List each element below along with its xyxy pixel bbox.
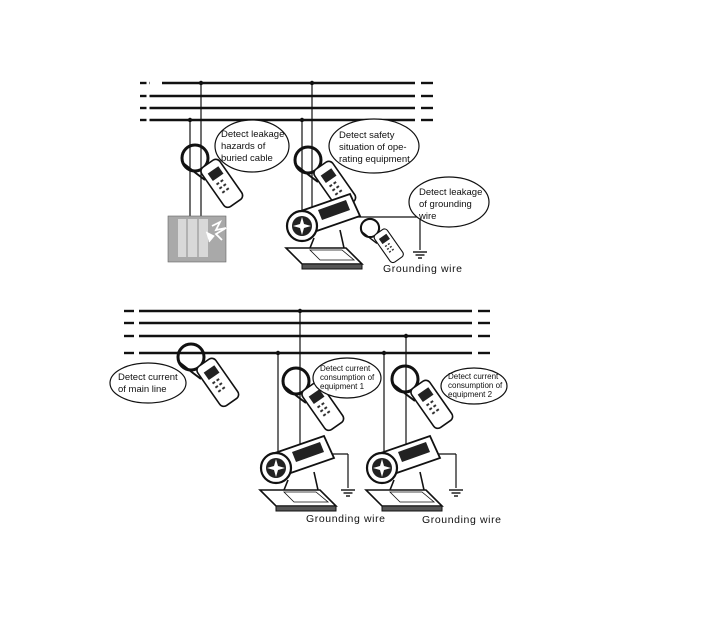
- buried-cable-box: [168, 216, 226, 262]
- grounding-wire-label-equipment-2: Grounding wire: [422, 514, 502, 526]
- callout-operating-equipment-line-2: situation of ope-: [339, 142, 407, 153]
- ground-icon-equipment-2: [449, 490, 463, 496]
- callout-grounding-wire-line-2: of grounding: [419, 199, 472, 210]
- ground-icon-equipment-1: [341, 490, 355, 496]
- callout-grounding-wire-line-1: Detect leakage: [419, 187, 482, 198]
- ground-icon-upper: [413, 252, 427, 258]
- callout-equipment-1-line-1: Detect current: [320, 364, 371, 373]
- equipment-1-icon: [260, 436, 336, 511]
- callout-grounding-wire-line-3: wire: [418, 211, 436, 222]
- callout-operating-equipment: Detect safety situation of ope- rating e…: [329, 119, 419, 173]
- callout-equipment-2-line-3: equipment 2: [448, 390, 493, 399]
- callout-equipment-1: Detect current consumption of equipment …: [313, 358, 381, 398]
- callout-main-line-line-2: of main line: [118, 384, 167, 395]
- callout-grounding-wire: Detect leakage of grounding wire: [409, 177, 489, 227]
- callout-main-line: Detect current of main line: [110, 363, 186, 403]
- callout-equipment-1-line-2: consumption of: [320, 373, 375, 382]
- callout-buried-cable: Detect leakage hazards of buried cable: [215, 120, 289, 172]
- lower-power-lines: [124, 309, 490, 355]
- callout-equipment-2-line-2: consumption of: [448, 381, 503, 390]
- equipment-icon-upper: [286, 194, 362, 269]
- clamp-meter-grounding-wire: [361, 219, 405, 264]
- callout-equipment-2: Detect current consumption of equipment …: [441, 368, 507, 404]
- callout-buried-cable-line-1: Detect leakage: [221, 129, 284, 140]
- callout-equipment-2-line-1: Detect current: [448, 372, 499, 381]
- callout-operating-equipment-line-3: rating equipment: [339, 154, 410, 165]
- clamp-meter-equipment-2: [392, 366, 455, 430]
- callout-main-line-line-1: Detect current: [118, 372, 178, 383]
- callout-buried-cable-line-2: hazards of: [221, 141, 266, 152]
- upper-power-lines: [140, 80, 433, 123]
- callout-operating-equipment-line-1: Detect safety: [339, 130, 395, 141]
- callout-equipment-1-line-3: equipment 1: [320, 382, 365, 391]
- lower-circuit: Detect current of main line Detect curre…: [110, 309, 507, 526]
- equipment-2-icon: [366, 436, 442, 511]
- grounding-wire-label-upper: Grounding wire: [383, 263, 463, 275]
- grounding-wire-label-equipment-1: Grounding wire: [306, 513, 386, 525]
- callout-buried-cable-line-3: buried cable: [221, 153, 273, 164]
- upper-circuit: Detect leakage hazards of buried cable D…: [140, 80, 489, 275]
